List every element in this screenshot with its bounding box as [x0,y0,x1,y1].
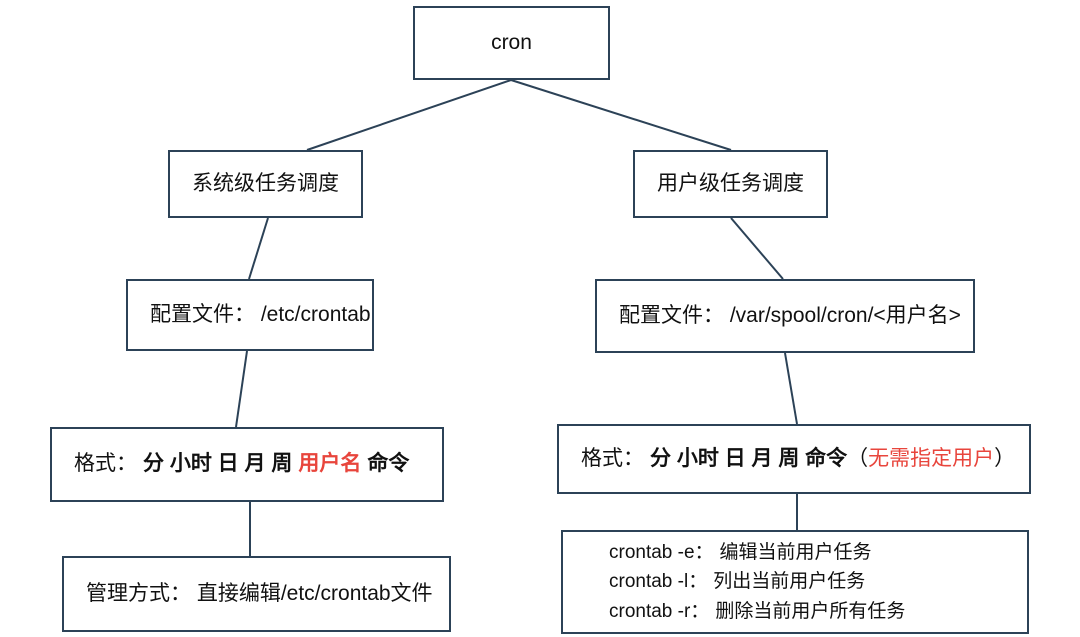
format-command-field: 命令 [367,452,410,476]
crontab-e-desc: 编辑当前用户任务 [719,541,872,563]
format-username-field: 用户名 [298,452,362,476]
format-fields-user: 分 小时 日 月 周 命令 [650,446,848,470]
node-system-manage[interactable]: 管理方式： 直接编辑/etc/crontab文件 [62,556,451,632]
format-prefix-user: 格式： [581,446,644,470]
format-note-text: 无需指定用户 [868,446,995,470]
edge-config-to-format-user [784,352,798,425]
list-item: crontab -e：编辑当前用户任务 [609,538,905,568]
format-note-close: ） [994,446,1016,470]
node-user-branch[interactable]: 用户级任务调度 [633,150,828,218]
list-item: crontab -r：删除当前用户所有任务 [609,597,905,627]
node-user-format[interactable]: 格式：分 小时 日 月 周 命令（无需指定用户） [557,424,1031,494]
crontab-l-command: crontab -l： [609,571,708,593]
format-note-open: （ [847,446,869,470]
node-root-label: cron [491,30,532,54]
format-fields: 分 小时 日 月 周 [143,452,293,476]
node-system-config[interactable]: 配置文件： /etc/crontab [126,279,374,351]
format-prefix: 格式： [74,452,137,476]
node-user-config-label: 配置文件： /var/spool/cron/<用户名> [619,303,961,327]
edge-root-to-user [510,79,732,151]
node-system-manage-label: 管理方式： 直接编辑/etc/crontab文件 [86,581,433,605]
list-item: crontab -l：列出当前用户任务 [609,567,905,597]
edge-root-to-system [306,79,512,151]
crontab-l-desc: 列出当前用户任务 [713,571,866,593]
crontab-e-command: crontab -e： [609,541,714,563]
edge-system-to-config [248,217,269,280]
node-root[interactable]: cron [413,6,610,80]
node-user-config[interactable]: 配置文件： /var/spool/cron/<用户名> [595,279,975,353]
crontab-r-desc: 删除当前用户所有任务 [715,600,906,622]
node-user-branch-label: 用户级任务调度 [657,171,804,195]
crontab-command-list: crontab -e：编辑当前用户任务 crontab -l：列出当前用户任务 … [609,538,905,627]
node-system-format[interactable]: 格式：分 小时 日 月 周用户名命令 [50,427,444,502]
node-user-format-text: 格式：分 小时 日 月 周 命令（无需指定用户） [581,445,1015,473]
node-user-commands[interactable]: crontab -e：编辑当前用户任务 crontab -l：列出当前用户任务 … [561,530,1029,634]
crontab-r-command: crontab -r： [609,600,710,622]
edge-user-to-config [730,217,784,280]
node-system-config-label: 配置文件： /etc/crontab [150,302,371,326]
edge-config-to-format-system [235,350,248,428]
node-system-format-text: 格式：分 小时 日 月 周用户名命令 [74,450,409,478]
node-system-branch-label: 系统级任务调度 [192,171,339,195]
node-system-branch[interactable]: 系统级任务调度 [168,150,363,218]
